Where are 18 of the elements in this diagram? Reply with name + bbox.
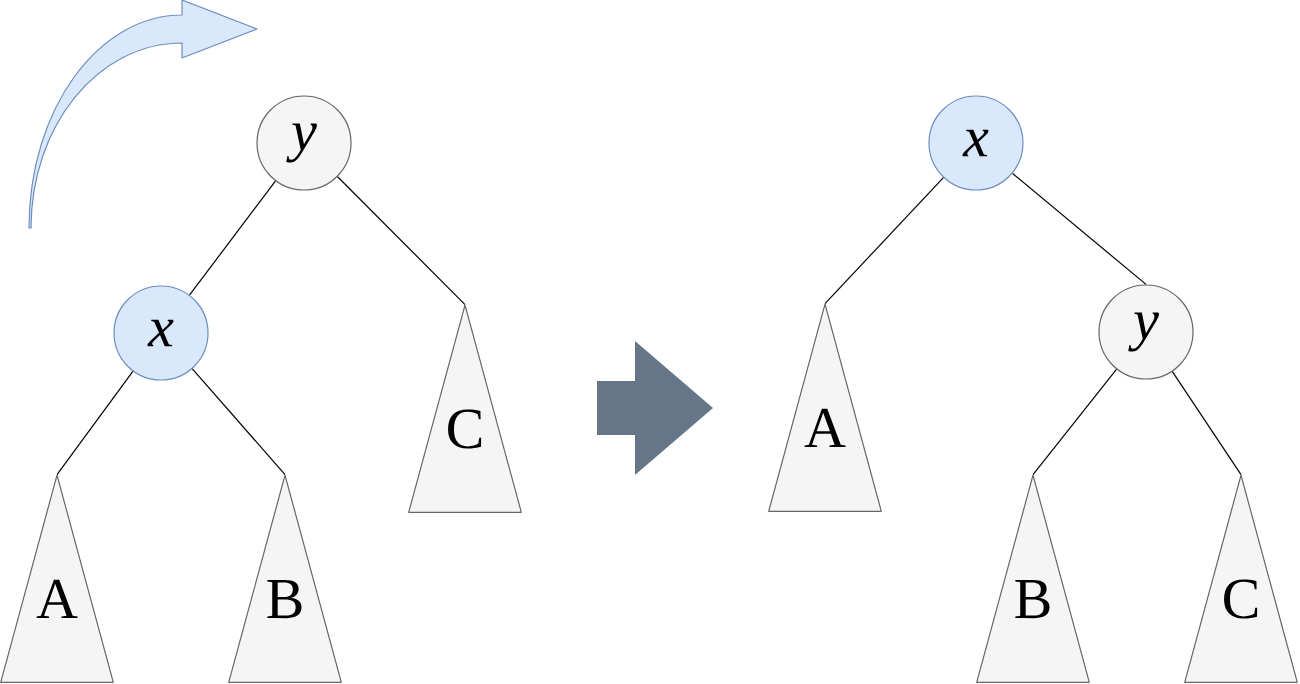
circle-node: y: [256, 95, 352, 191]
branch-line: [1171, 371, 1242, 476]
branch-line: [337, 176, 466, 306]
branch-line: [191, 368, 286, 476]
subtree-triangle: C: [1184, 475, 1298, 683]
branch-line: [189, 180, 276, 296]
branch-line: [56, 370, 134, 476]
circle-node: x: [113, 285, 209, 381]
circle-node: y: [1098, 284, 1194, 380]
branch-line: [1032, 368, 1118, 476]
subtree-triangle: A: [0, 475, 114, 683]
subtree-triangle: C: [408, 305, 522, 513]
subtree-triangle: B: [228, 475, 342, 683]
circle-node: x: [928, 95, 1024, 191]
branch-line: [1012, 172, 1147, 285]
subtree-triangle: A: [768, 304, 882, 512]
subtree-triangle: B: [976, 475, 1090, 683]
branch-line: [824, 177, 944, 305]
